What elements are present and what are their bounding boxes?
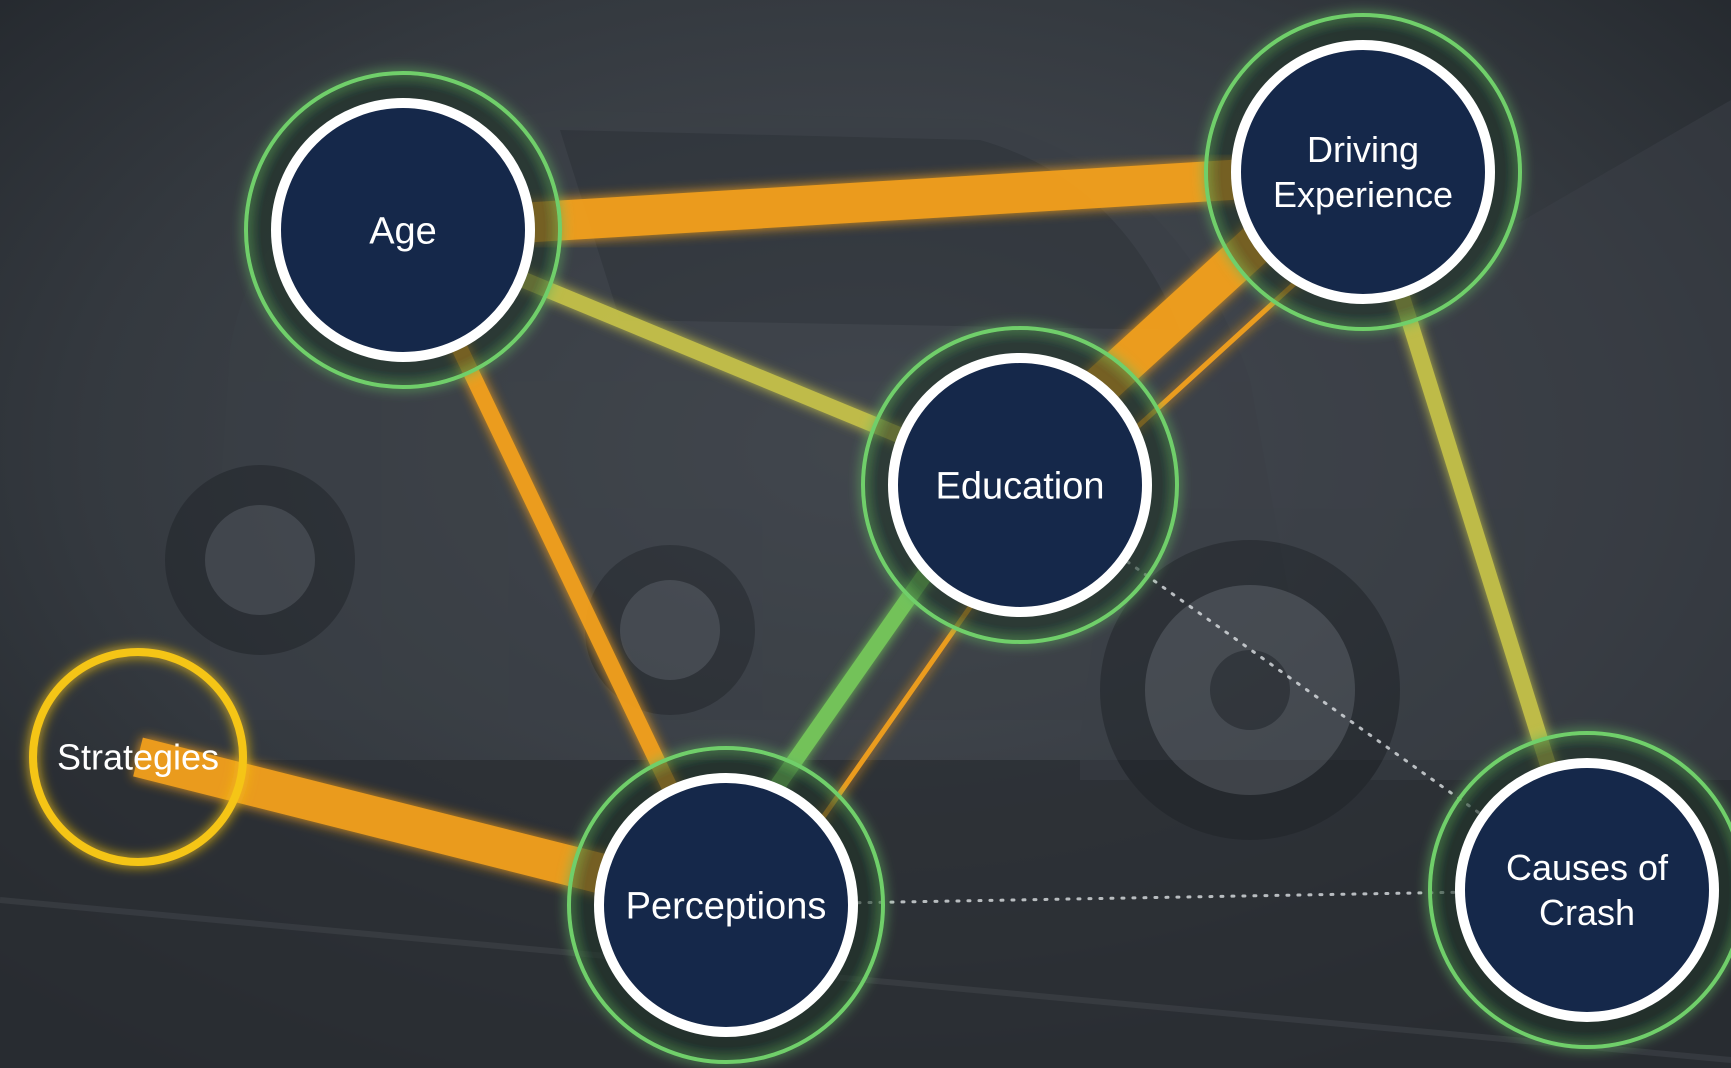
node-education[interactable]: Education (861, 326, 1179, 644)
node-age[interactable]: Age (244, 71, 562, 389)
node-circle (1455, 758, 1719, 1022)
car-silhouette-right (1080, 100, 1731, 840)
node-label: Perceptions (626, 885, 827, 927)
node-circle (271, 98, 535, 362)
node-circle (888, 353, 1152, 617)
node-label: Experience (1273, 174, 1453, 215)
node-label: Age (369, 210, 437, 252)
node-circle (594, 773, 858, 1037)
node-perceptions[interactable]: Perceptions (567, 746, 885, 1064)
nodes-layer: Age DrivingExperienceEducationStrategiesP… (29, 13, 1731, 1064)
node-label: Crash (1539, 892, 1635, 933)
node-label: Driving (1307, 129, 1419, 170)
node-label: Causes of (1506, 847, 1669, 888)
node-label: Education (935, 465, 1104, 507)
edge-age-driving-experience (401, 152, 1365, 250)
node-label: Strategies (57, 737, 219, 778)
node-circle (1231, 40, 1495, 304)
node-strategies[interactable]: Strategies (29, 648, 247, 866)
node-ring (29, 648, 247, 866)
